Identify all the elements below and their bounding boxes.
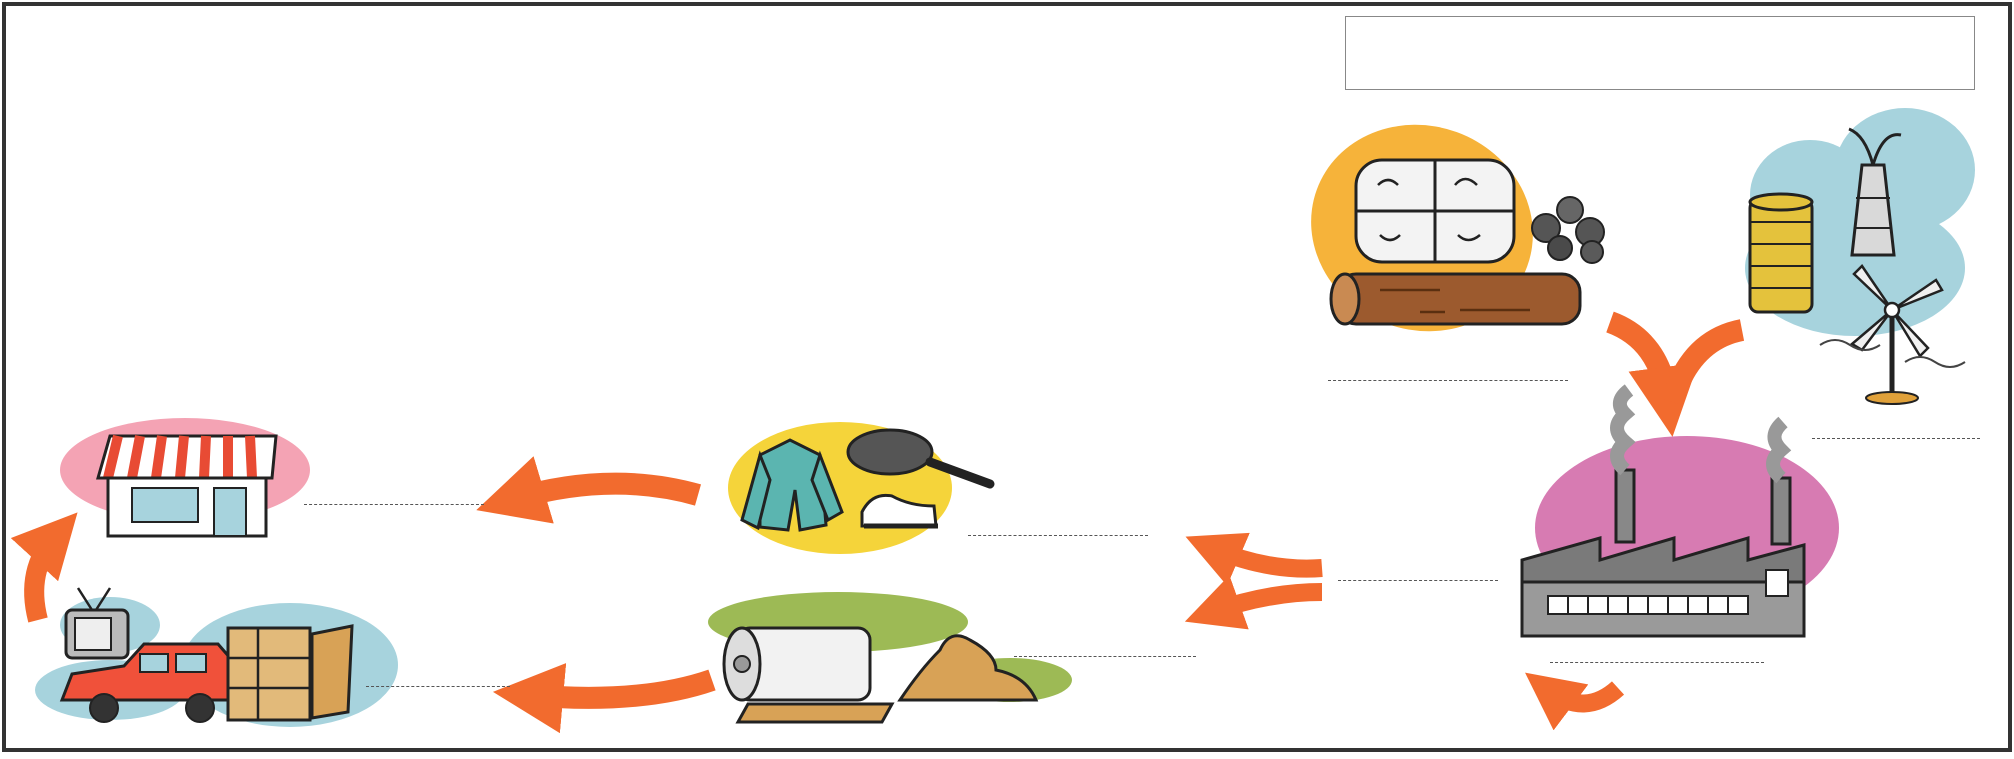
- blank-line-factory[interactable]: [1338, 580, 1498, 581]
- title-box: [1345, 16, 1975, 90]
- blank-line-paper-materials[interactable]: [1014, 656, 1196, 657]
- title-box-text: [1346, 17, 1974, 61]
- blank-line-shop[interactable]: [304, 504, 484, 505]
- blank-line-energy-sources[interactable]: [1812, 438, 1980, 439]
- blank-line-clothing-goods[interactable]: [968, 535, 1148, 536]
- blank-line-raw-materials[interactable]: [1328, 380, 1568, 381]
- blank-line-factory-cycle[interactable]: [1550, 662, 1764, 663]
- blank-line-household[interactable]: [366, 686, 510, 687]
